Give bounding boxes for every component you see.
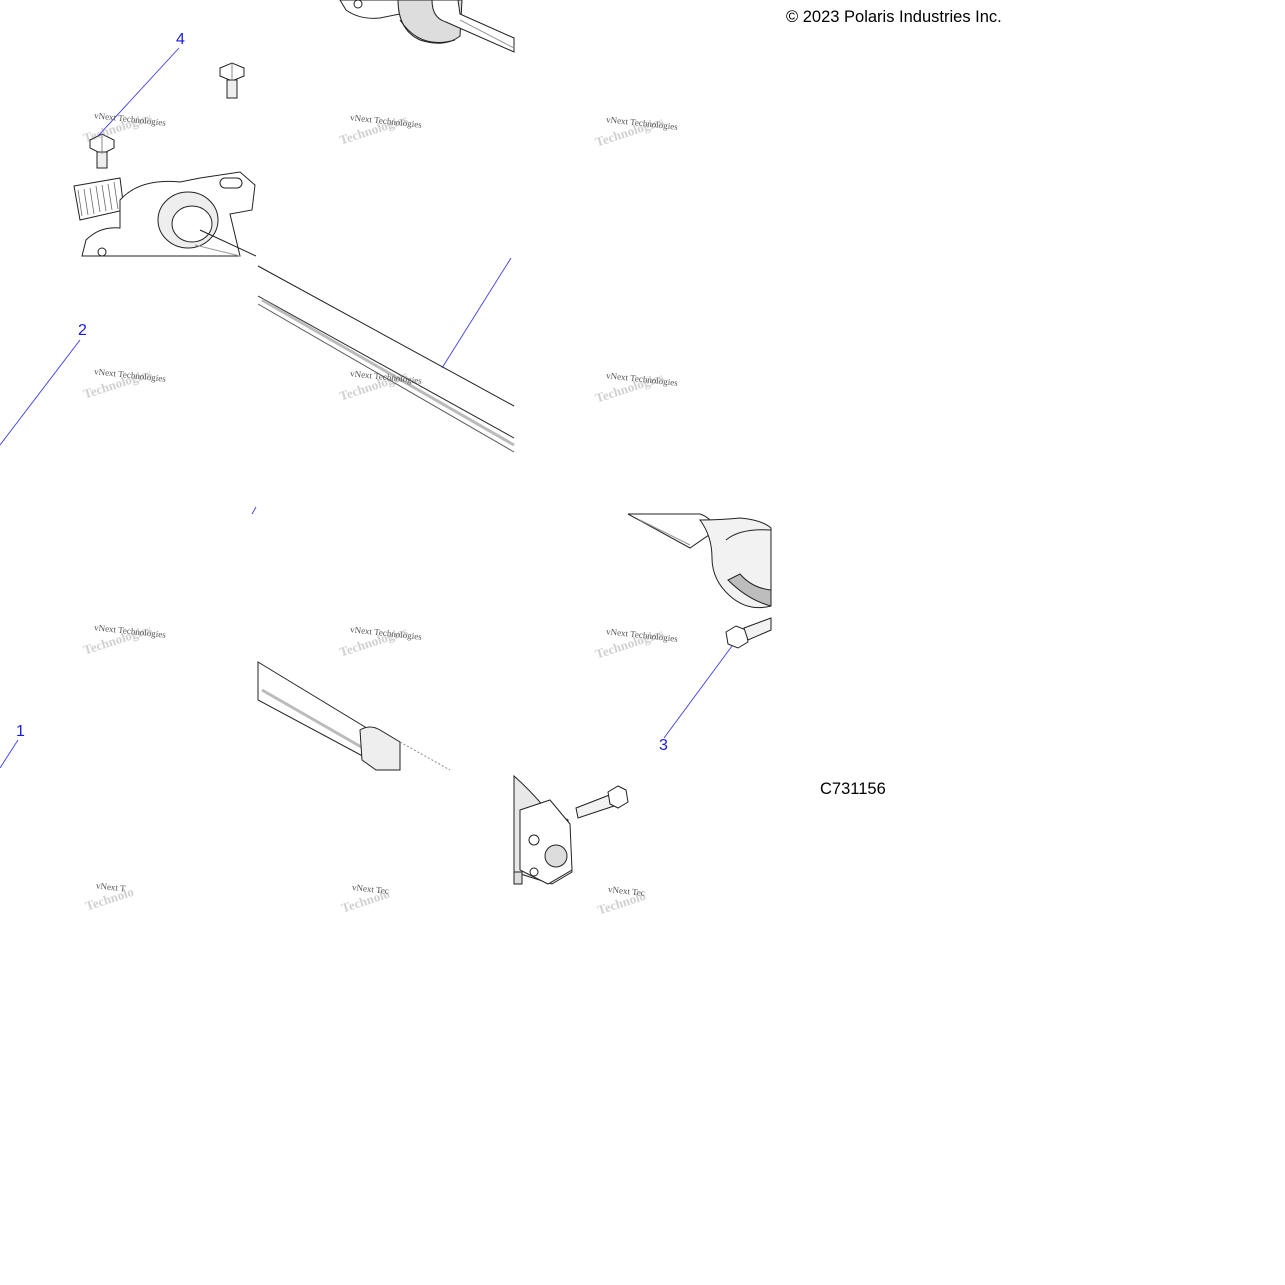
leader-tube	[441, 257, 512, 369]
callout-1: 1	[16, 723, 25, 740]
upper-shaft-fragment	[339, 0, 515, 53]
rear-yoke	[513, 774, 573, 885]
rear-tube	[257, 661, 451, 771]
callout-2: 2	[78, 322, 87, 339]
bolt-4a	[219, 62, 245, 99]
leader-stub	[251, 506, 257, 515]
callout-4: 4	[176, 31, 185, 48]
bolt-3	[725, 617, 772, 649]
leader-4	[97, 47, 180, 137]
leader-lines	[0, 47, 733, 769]
rear-cv-boot	[627, 513, 772, 609]
callout-3: 3	[659, 737, 668, 754]
part-code: C731156	[820, 780, 886, 798]
leader-1	[0, 739, 19, 769]
leader-3	[663, 645, 733, 739]
yoke-bolt	[575, 785, 629, 819]
bolt-4b	[89, 133, 115, 169]
front-bearing-support	[73, 171, 257, 257]
copyright-text: © 2023 Polaris Industries Inc.	[786, 8, 1002, 26]
center-tube	[257, 265, 515, 453]
leader-2	[0, 339, 81, 446]
